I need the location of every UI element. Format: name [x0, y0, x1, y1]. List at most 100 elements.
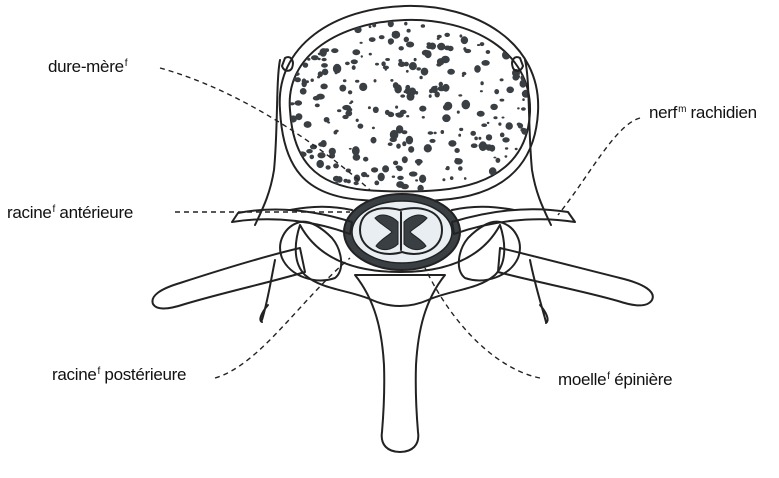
leader-moelle-epiniere — [425, 268, 540, 378]
bone-pore — [401, 184, 409, 190]
bone-pore — [514, 21, 518, 24]
bone-pore — [506, 87, 514, 94]
bone-pore — [331, 48, 338, 53]
bone-pore — [493, 116, 497, 119]
bone-pore — [408, 146, 414, 153]
bone-pore — [471, 143, 478, 148]
bone-pore — [371, 137, 377, 144]
bone-pore — [458, 166, 463, 171]
bone-pore — [337, 109, 341, 112]
bone-pore — [295, 100, 303, 105]
bone-pore — [480, 42, 485, 46]
bone-pore — [405, 85, 410, 90]
leader-dure-mere — [160, 68, 370, 190]
bone-pore — [458, 134, 461, 137]
left-spinal-nerve — [232, 210, 352, 234]
bone-pore — [304, 121, 312, 128]
bone-pore — [349, 102, 352, 104]
bone-pore — [500, 78, 504, 81]
bone-pore — [349, 148, 352, 150]
bone-pore — [388, 21, 394, 28]
bone-pore — [290, 184, 296, 189]
bone-pore — [374, 79, 377, 82]
bone-pore — [358, 124, 364, 129]
left-nerve-branch — [255, 57, 293, 225]
bone-pore — [464, 177, 467, 180]
bone-pore — [366, 175, 370, 178]
bone-pore — [372, 127, 375, 130]
bone-pore — [477, 111, 485, 117]
bone-pore — [478, 137, 481, 140]
bone-pore — [388, 41, 392, 45]
left-anterior-root — [290, 207, 352, 210]
bone-pore — [400, 110, 407, 114]
bone-pore — [428, 131, 434, 135]
bone-pore — [518, 123, 523, 129]
bone-pore — [304, 55, 307, 57]
bone-pore — [333, 64, 341, 74]
bone-pore — [333, 163, 339, 168]
bone-pore — [421, 24, 425, 28]
bone-pore — [481, 123, 487, 127]
bone-pore — [396, 165, 401, 168]
bone-pore — [510, 20, 515, 24]
bone-pore — [310, 155, 315, 160]
bone-pore — [521, 107, 526, 110]
bone-pore — [388, 142, 393, 146]
bone-pore — [458, 94, 462, 96]
bone-pore — [390, 79, 393, 82]
bone-pore — [342, 105, 351, 110]
bone-pore — [461, 36, 468, 44]
bone-pore — [321, 63, 328, 68]
bone-pore — [360, 42, 363, 44]
bone-pore — [356, 119, 359, 122]
bone-pore — [353, 154, 361, 161]
bone-pore — [498, 43, 501, 45]
bone-pore — [512, 74, 519, 80]
bone-pore — [395, 113, 398, 116]
bone-pore — [460, 34, 463, 37]
bone-pore — [320, 84, 327, 90]
bone-pore — [359, 83, 367, 91]
bone-pore — [445, 104, 451, 109]
bone-pore — [419, 76, 422, 80]
bone-pore — [402, 156, 408, 163]
bone-pore — [311, 55, 319, 60]
bone-pore — [409, 171, 418, 176]
bone-pore — [315, 104, 320, 108]
bone-pore — [498, 122, 501, 125]
label-racine-anterieure: racinef antérieure — [7, 204, 133, 221]
bone-pore — [395, 106, 398, 109]
bone-pore — [429, 139, 435, 143]
bone-pore — [392, 176, 395, 178]
bone-pore — [500, 99, 505, 102]
bone-pore — [385, 110, 390, 115]
bone-pore — [407, 29, 411, 33]
bone-pore — [419, 106, 426, 112]
bone-pore — [427, 42, 432, 46]
bone-pore — [502, 137, 509, 142]
bone-pore — [396, 144, 401, 149]
bone-pore — [505, 155, 508, 157]
bone-pore — [516, 37, 522, 43]
bone-pore — [490, 104, 498, 110]
bone-pore — [434, 132, 437, 135]
bone-pore — [330, 186, 335, 190]
bone-pore — [352, 49, 360, 55]
bone-pore — [521, 143, 529, 151]
label-dure-mere: dure-mèref — [48, 58, 127, 75]
bone-pore — [415, 179, 418, 181]
bone-pore — [322, 69, 329, 76]
left-posterior-ramus — [260, 260, 275, 322]
bone-pore — [335, 130, 339, 133]
bone-pore — [416, 67, 421, 70]
bone-pore — [329, 25, 337, 35]
bone-pore — [321, 140, 327, 147]
bone-pore — [355, 80, 359, 83]
bone-pore — [493, 157, 496, 159]
bone-pore — [442, 114, 450, 122]
bone-pore — [459, 128, 463, 131]
bone-pore — [330, 27, 333, 29]
bone-pore — [518, 33, 526, 38]
bone-pore — [318, 58, 321, 60]
